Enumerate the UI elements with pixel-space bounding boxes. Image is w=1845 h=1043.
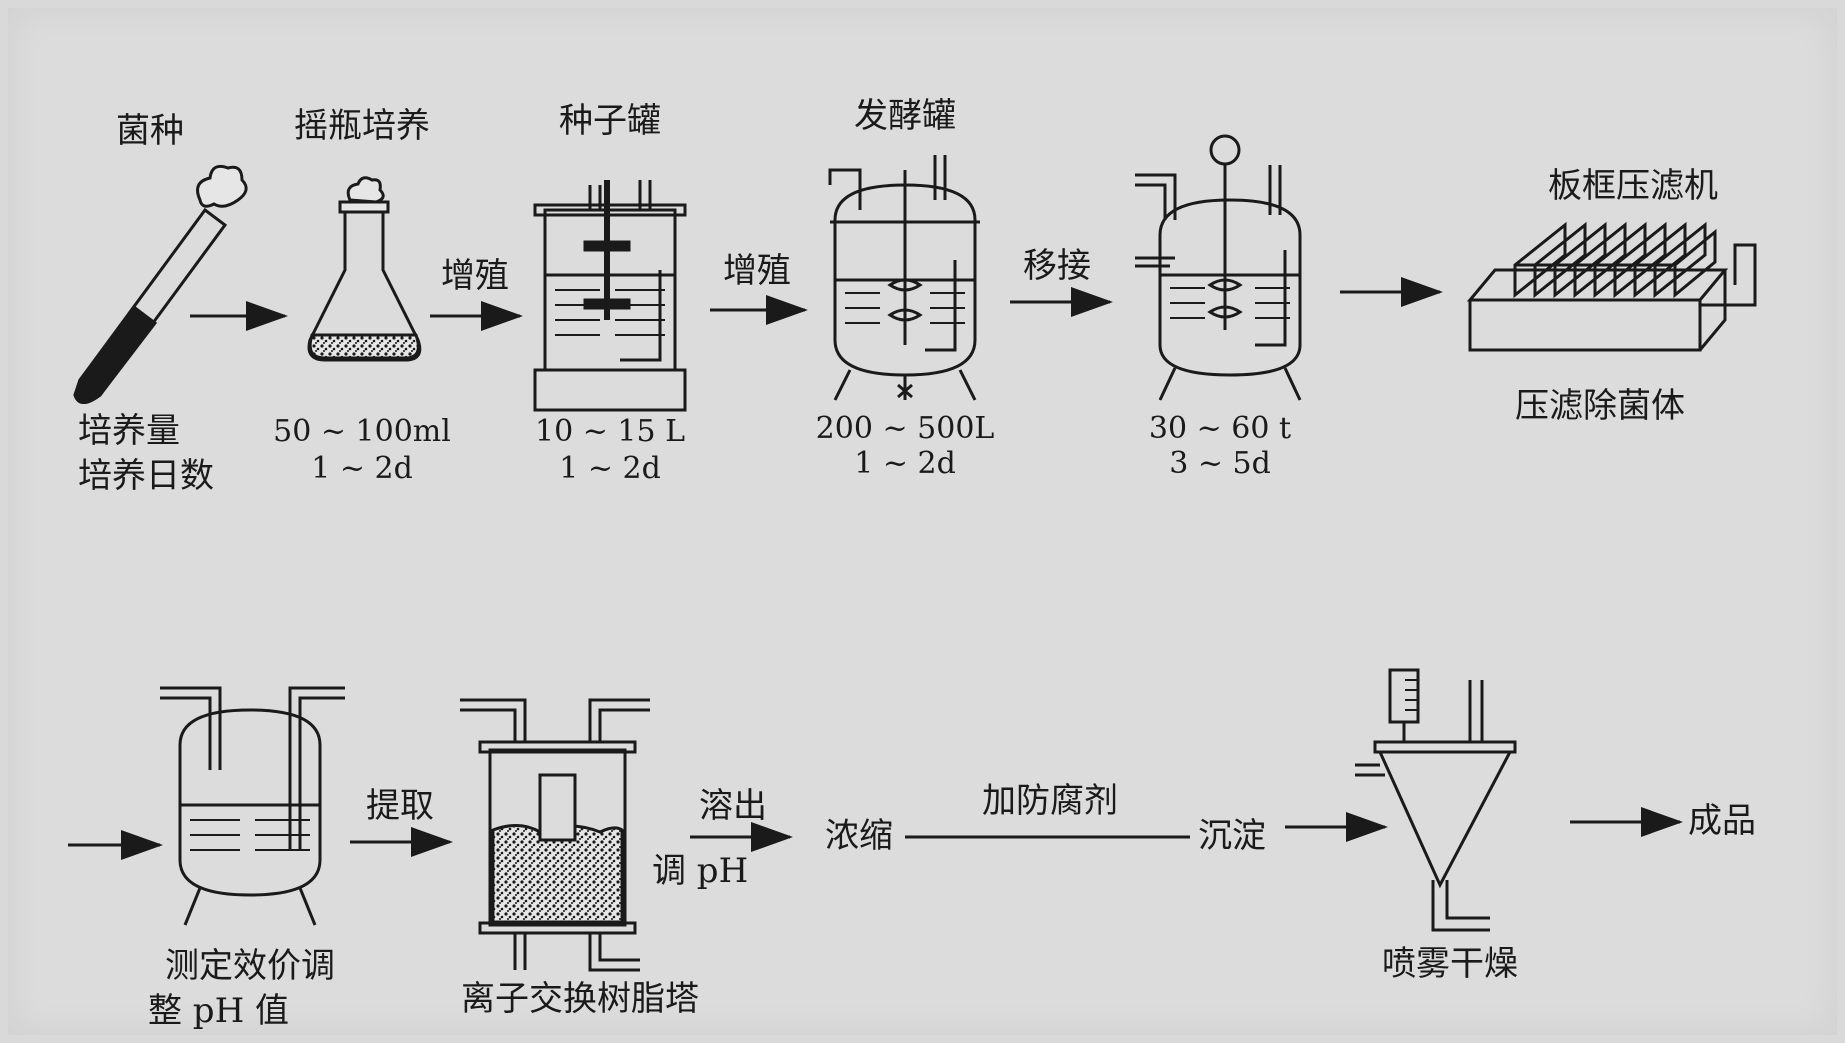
arrow-label-extract: 提取 <box>366 786 434 826</box>
arrow-label-add-preservative: 加防腐剂 <box>982 781 1118 821</box>
culture-days-label: 培养日数 <box>78 456 214 496</box>
titration-tank-icon <box>160 686 345 926</box>
paper-background <box>8 8 1837 1035</box>
titration-caption-line2: 整 pH 值 <box>148 991 290 1031</box>
fermenter-title: 发酵罐 <box>854 96 956 136</box>
arrow-label-proliferate-1: 增殖 <box>441 256 509 296</box>
culture-volume-label: 培养量 <box>78 411 180 451</box>
ion-exchange-column-icon <box>460 698 650 972</box>
seed-tank-title: 种子罐 <box>559 101 661 141</box>
precipitate-label: 沉淀 <box>1198 816 1266 856</box>
seed-tank-days: 1 ~ 2d <box>559 451 661 486</box>
seed-tank-volume: 10 ~ 15 L <box>534 414 686 449</box>
production-tank-days: 3 ~ 5d <box>1169 446 1271 481</box>
concentrate-label: 浓缩 <box>825 816 893 856</box>
fermenter-volume: 200 ~ 500L <box>815 411 995 446</box>
arrow-label-transfer: 移接 <box>1023 246 1091 286</box>
filter-press-note: 压滤除菌体 <box>1515 386 1685 426</box>
filter-press-icon <box>1466 221 1757 352</box>
production-tank-icon <box>1135 134 1302 401</box>
fermenter-days: 1 ~ 2d <box>854 446 956 481</box>
strain-title: 菌种 <box>116 111 184 151</box>
spray-dryer-icon <box>1355 668 1517 932</box>
shake-flask-title: 摇瓶培养 <box>294 106 430 146</box>
arrow-label-proliferate-2: 增殖 <box>723 251 791 291</box>
product-label: 成品 <box>1688 801 1756 841</box>
test-tube-icon <box>73 164 248 404</box>
seed-tank-icon <box>533 180 687 412</box>
shake-flask-icon <box>307 176 422 362</box>
ion-column-caption: 离子交换树脂塔 <box>461 979 699 1019</box>
filter-press-title: 板框压滤机 <box>1548 166 1718 206</box>
production-tank-volume: 30 ~ 60 t <box>1148 411 1292 446</box>
spray-dryer-caption: 喷雾干燥 <box>1382 944 1518 984</box>
titration-caption-line1: 测定效价调 <box>165 946 335 986</box>
arrow-label-adjust-ph: 调 pH <box>652 851 749 891</box>
arrow-label-elute: 溶出 <box>699 786 767 826</box>
shake-flask-days: 1 ~ 2d <box>311 451 413 486</box>
shake-flask-volume: 50 ~ 100ml <box>273 414 451 449</box>
fermenter-icon <box>828 155 980 401</box>
